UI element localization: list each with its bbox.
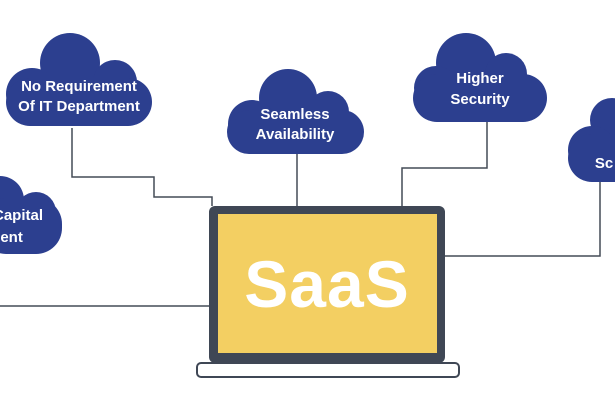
saas-label: SaaS [244, 247, 409, 321]
cloud-capital: Capital nent [0, 176, 62, 254]
cloud-label-line: Security [450, 91, 510, 108]
cloud-no-it-dept: No Requirement Of IT Department [6, 33, 152, 126]
cloud-label-line: Availability [256, 126, 335, 143]
cloud-availability: Seamless Availability [227, 69, 364, 154]
cloud-label-line: Seamless [260, 106, 329, 123]
connector-security [401, 122, 488, 206]
laptop: SaaS [196, 206, 460, 378]
laptop-hinge [258, 355, 398, 361]
laptop-base [196, 362, 460, 378]
connector-scalability [443, 182, 601, 257]
cloud-label-line: Higher [456, 70, 504, 87]
cloud-security: Higher Security [413, 33, 547, 122]
cloud-label-line: Capital [0, 207, 43, 224]
cloud-label-line: No Requirement [21, 78, 137, 95]
connector-no-it-dept [71, 128, 213, 206]
cloud-label-line: nent [0, 229, 23, 246]
connector-lines [0, 122, 601, 307]
cloud-label-line: Of IT Department [18, 98, 140, 115]
laptop-screen [218, 214, 437, 353]
cloud-label-line: Sc [595, 155, 613, 172]
cloud-scalability: Sc [568, 98, 615, 182]
